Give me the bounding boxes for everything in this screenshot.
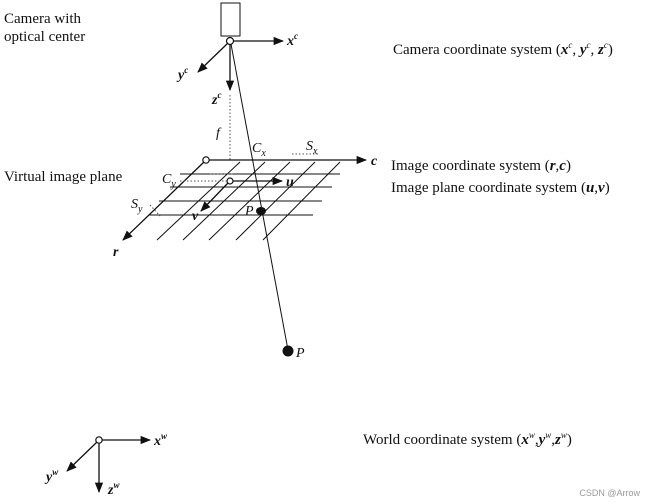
cx-label: Cx (252, 141, 266, 159)
camera-x-label: xc (286, 31, 298, 49)
world-y-label: yw (44, 467, 59, 485)
image-plane-system-label: Image plane coordinate system (u,v) (391, 180, 610, 196)
image-plane-v-label: v (192, 209, 199, 224)
focal-length-label: f (216, 126, 222, 141)
sy-label: Sy (131, 197, 143, 215)
image-col-label: c (371, 154, 378, 169)
camera-label: Camera with optical center (4, 10, 85, 46)
image-plane-grid (149, 161, 341, 241)
image-plane-v-axis (200, 182, 229, 212)
world-x-label: xw (153, 431, 168, 449)
camera-body (220, 2, 241, 37)
camera-label-line1: Camera with (4, 11, 82, 27)
world-point (282, 345, 294, 357)
world-system-label: World coordinate system (xw,yw,zw) (363, 430, 572, 448)
sx-label: Sx (306, 139, 318, 157)
camera-y-axis (197, 42, 229, 73)
image-system-prefix: Image coordinate system (391, 158, 541, 174)
image-plane-u-label: u (286, 175, 294, 190)
camera-system-label: Camera coordinate system (xc, yc, zc) (393, 40, 613, 58)
camera-system-prefix: Camera coordinate system (393, 42, 553, 58)
world-point-label: P (295, 346, 305, 361)
projection-ray (230, 43, 289, 351)
image-point (256, 207, 266, 215)
image-system-label: Image coordinate system (r,c) (391, 158, 571, 174)
image-point-label: P (244, 204, 254, 219)
watermark: CSDN @Arrow (579, 488, 640, 498)
virtual-image-plane-label: Virtual image plane (4, 169, 123, 185)
image-row-label: r (113, 245, 119, 260)
camera-z-label: zc (211, 90, 221, 108)
world-y-axis (66, 441, 98, 472)
image-plane-system-prefix: Image plane coordinate system (391, 180, 578, 196)
world-z-label: zw (107, 480, 120, 498)
camera-label-line2: optical center (4, 29, 86, 45)
sy-guide (149, 204, 161, 217)
world-system-prefix: World coordinate system (363, 432, 513, 448)
image-row-axis (122, 161, 205, 241)
cy-label: Cy (162, 172, 176, 190)
camera-y-label: yc (176, 65, 188, 83)
